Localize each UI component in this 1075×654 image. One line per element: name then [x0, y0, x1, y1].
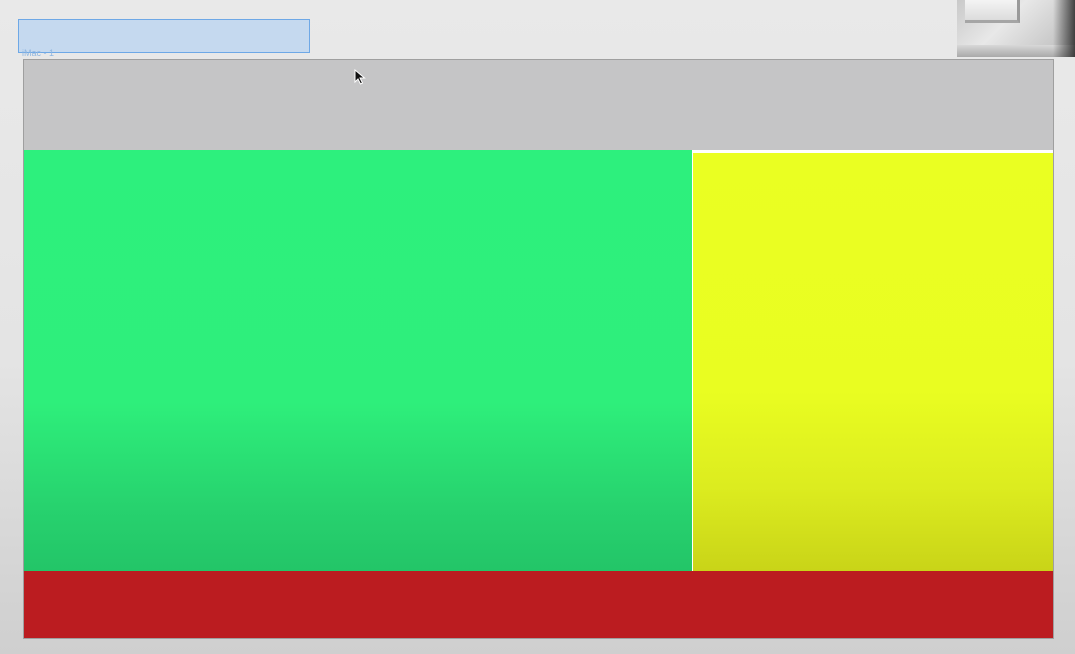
webcam-ledge-detail [957, 45, 1075, 57]
webcam-overlay [957, 0, 1075, 57]
mouse-pointer-icon [354, 69, 366, 85]
main-content-block[interactable] [24, 150, 692, 571]
design-frame[interactable] [23, 59, 1054, 639]
header-block[interactable] [24, 60, 1053, 150]
sidebar-block[interactable] [692, 150, 1053, 571]
footer-block[interactable] [24, 571, 1053, 638]
webcam-window-detail [965, 0, 1020, 23]
webcam-shadow-detail [1053, 0, 1075, 57]
selection-rectangle[interactable] [18, 19, 310, 53]
frame-label[interactable]: iMac - 1 [22, 48, 55, 58]
